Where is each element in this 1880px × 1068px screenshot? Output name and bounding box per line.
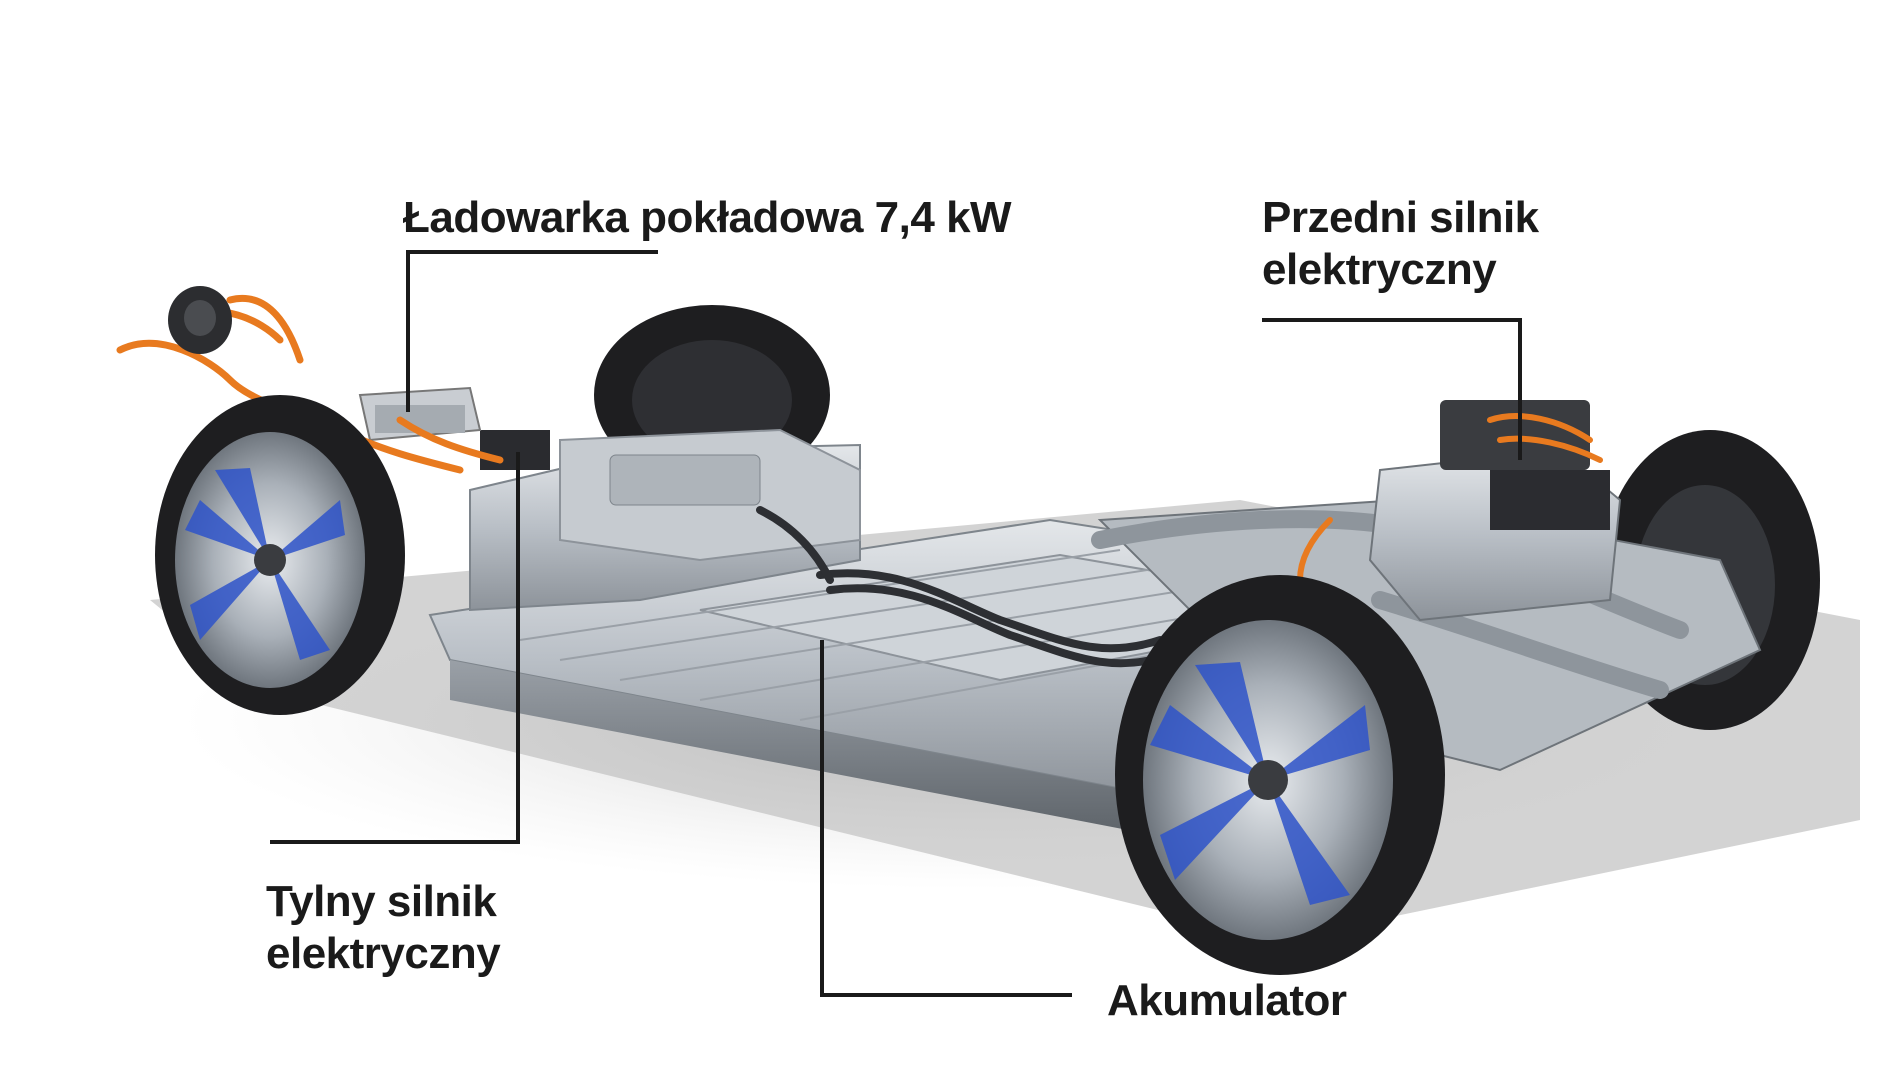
label-front-motor-line2: elektryczny [1262,245,1497,294]
label-front-motor: Przedni silnik elektryczny [1262,192,1539,296]
center-cooling-lines [756,506,1174,668]
label-battery: Akumulator [1107,975,1347,1027]
front-drive-unit [1368,400,1622,622]
front-right-wheel [1115,575,1445,975]
label-onboard-charger-text: Ładowarka pokładowa 7,4 kW [403,193,1012,242]
leader-line-charger [406,250,658,412]
leader-line-rear-motor [270,452,520,844]
label-rear-motor: Tylny silnik elektryczny [266,876,501,980]
label-battery-text: Akumulator [1107,976,1347,1025]
label-rear-motor-line2: elektryczny [266,929,501,978]
charging-socket [168,286,232,354]
leader-line-battery [820,640,1072,997]
front-hv-cables [1297,413,1603,583]
leader-lines [270,250,1522,997]
label-onboard-charger: Ładowarka pokładowa 7,4 kW [403,192,1012,244]
rear-right-wheel [155,395,405,715]
leader-line-front-motor [1262,318,1522,460]
label-front-motor-line1: Przedni silnik [1262,193,1539,242]
label-rear-motor-line1: Tylny silnik [266,877,497,926]
onboard-charger-box [358,386,482,442]
